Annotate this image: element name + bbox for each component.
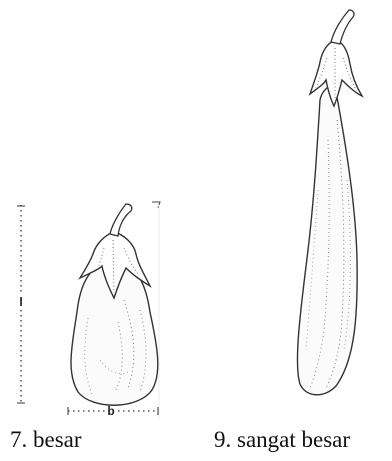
eggplant-sangat-besar bbox=[297, 10, 362, 395]
eggplant-long-body bbox=[297, 86, 357, 395]
eggplant-long-calyx bbox=[310, 40, 362, 106]
eggplant-besar: l b bbox=[15, 202, 160, 420]
width-label: b bbox=[107, 404, 114, 418]
caption-sangat-besar: 9. sangat besar bbox=[214, 428, 350, 451]
length-label: l bbox=[19, 295, 22, 309]
eggplant-long-stem bbox=[331, 10, 354, 44]
caption-besar: 7. besar bbox=[10, 428, 82, 451]
eggplant-stem bbox=[110, 204, 132, 236]
